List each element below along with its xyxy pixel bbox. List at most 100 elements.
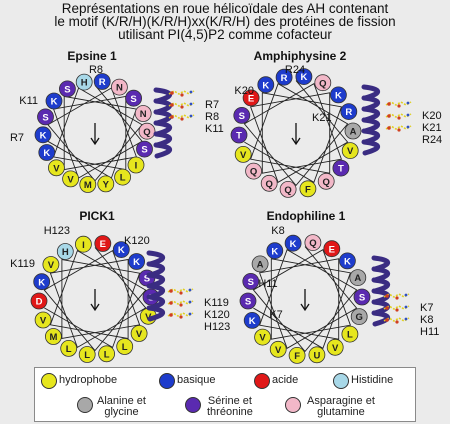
residue-hydrophobe [341,142,359,160]
residue-hydrophobe [60,339,78,357]
alpha-helix-icon [371,255,391,327]
residue-letter: Q [319,78,326,89]
membrane-residue-label: K120 [204,309,230,321]
residue-letter: S [248,277,254,288]
residue-letter: S [141,145,147,156]
residue-hydrophobe [341,325,359,343]
legend-swatch [159,373,175,389]
residue-letter: K [38,277,45,288]
residue-hydrophobe [78,346,96,363]
residue-hydrophobe [97,175,115,193]
residue-alanine_glycine [350,308,368,326]
residue-asparagine_glutamine [138,122,156,140]
residue-serine_threonine [230,126,248,144]
residue-basique [338,252,356,270]
residue-hydrophobe [254,328,272,346]
residue-hydrophobe [299,180,317,198]
residue-letter: K [262,80,269,91]
alpha-helix-icon [153,87,173,159]
residue-letter: M [84,180,92,191]
residue-letter: K [51,97,58,108]
basic-residue-label: K21 [312,112,332,124]
wheel-connections [47,84,143,182]
residue-letter: E [100,239,106,250]
legend-label: acide [272,374,299,386]
residue-letter: H [81,78,88,89]
residue-letter: D [36,297,43,308]
basic-residue-label: H11 [258,278,277,290]
residue-basique [243,311,261,329]
residue-hydrophobe [234,145,252,163]
legend-swatch [41,373,57,389]
membrane-residue-label: K11 [205,123,224,135]
legend-label: basique [177,374,216,386]
residue-hydrophobe [75,235,92,253]
residue-letter: A [354,273,361,284]
residue-letter: Q [284,185,291,196]
residue-letter: I [82,240,85,251]
residue-letter: K [271,246,278,257]
wheel-title: Amphiphysine 2 [254,49,347,63]
residue-serine_threonine [239,292,257,310]
legend-label: hydrophobe [59,374,118,386]
residue-letter: F [294,351,300,362]
residue-serine_threonine [242,272,260,290]
residue-letter: Q [143,127,150,138]
residue-serine_threonine [136,140,153,158]
membrane-residue-label: R8 [205,111,219,123]
residue-letter: U [313,350,320,361]
residue-asparagine_glutamine [134,105,152,122]
residue-serine_threonine [332,159,350,177]
residue-hydrophobe [48,159,65,177]
title-line-1: Représentations en roue hélicoïdale des … [61,1,389,16]
membrane-residue-label: K7 [420,302,433,314]
residue-letter: V [40,316,47,327]
residue-letter: L [84,350,90,361]
residue-hydrophobe [62,170,79,188]
residue-letter: L [120,173,126,184]
residue-acide [323,240,341,258]
residue-basique [112,241,130,259]
residue-letter: K [249,316,256,327]
membrane-residue-label: K21 [422,122,442,134]
residue-hydrophobe [326,338,344,356]
membrane-residue-label: R7 [205,99,219,111]
arrow-head-icon [90,137,100,146]
basic-residue-label: K8 [271,225,284,237]
basic-residue-label: K20 [234,85,254,97]
basic-residue-label: K7 [269,309,282,321]
basic-residue-label: R8 [89,64,103,76]
residue-letter: Q [323,177,330,188]
residue-letter: G [356,312,363,323]
residue-letter: V [347,146,354,157]
residue-letter: K [335,91,342,102]
residue-alanine_glycine [251,255,269,273]
residue-letter: S [130,94,136,105]
residue-basique [266,242,284,260]
basic-residue-label: K119 [10,258,35,270]
legend-swatch [333,373,349,389]
residue-letter: S [239,111,245,122]
residue-basique [329,86,347,104]
residue-letter: L [66,344,72,355]
residue-letter: T [236,131,242,142]
residue-letter: S [42,113,48,124]
residue-letter: K [43,148,50,159]
pip2-lipids-icon [167,288,194,319]
residue-letter: N [116,83,123,94]
residue-letter: S [144,274,150,285]
residue-letter: L [122,342,128,353]
residue-alanine_glycine [344,122,362,140]
residue-asparagine_glutamine [314,74,332,92]
wheel-connections [43,247,147,352]
basic-residue-label: K120 [124,235,150,247]
residue-letter: K [118,245,125,256]
residue-alanine_glycine [349,269,367,287]
residue-histidine [56,243,74,260]
basic-residue-label: R7 [10,132,24,144]
residue-letter: V [332,343,339,354]
residue-serine_threonine [233,107,251,124]
